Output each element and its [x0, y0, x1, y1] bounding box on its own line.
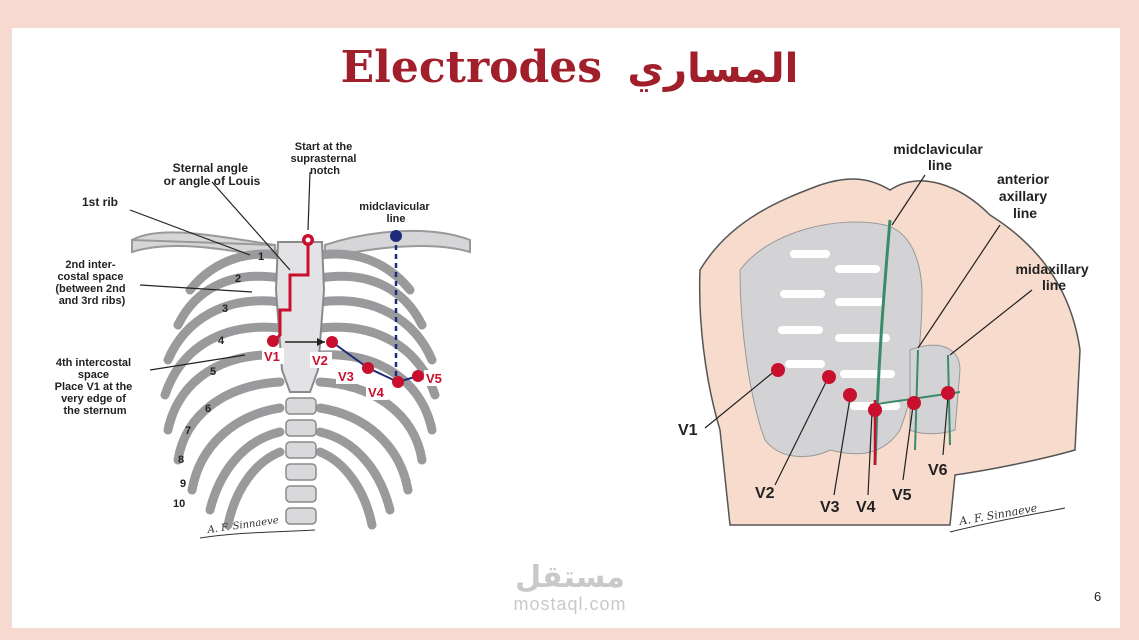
electrode-v3-right — [843, 388, 857, 402]
rib-number-4: 4 — [218, 335, 225, 347]
electrode-v2-left — [326, 336, 338, 348]
precordial-connector — [331, 341, 419, 384]
rib-number-10: 10 — [173, 498, 185, 510]
electrode-v1-right — [771, 363, 785, 377]
label-v1-left: V1 — [264, 349, 280, 364]
ribcage-diagram: Start at the suprasternal notch Sternal … — [55, 141, 471, 539]
watermark-latin: mostaql.com — [513, 594, 627, 614]
label-v1-right: V1 — [678, 422, 698, 439]
signature-underline-left — [199, 529, 316, 539]
label-v2-right: V2 — [755, 485, 775, 502]
electrode-v5-left — [412, 370, 424, 382]
rib-gaps — [778, 250, 900, 410]
electrode-v4-right — [868, 403, 882, 417]
electrode-v5-right — [907, 396, 921, 410]
torso-diagram: midclavicular line anterior axillary lin… — [678, 141, 1092, 533]
label-v3-right: V3 — [820, 499, 840, 516]
midaxillary-line — [947, 354, 951, 446]
label-midclavicular-left: midclavicular line — [359, 201, 432, 225]
label-v4-right: V4 — [856, 499, 876, 516]
label-v2-left: V2 — [312, 353, 328, 368]
label-v4-left: V4 — [368, 385, 385, 400]
label-anterior-axillary: anterior axillary line — [997, 171, 1053, 221]
rib-number-8: 8 — [178, 454, 184, 466]
label-second-ics: 2nd inter- costal space (between 2nd and… — [55, 259, 128, 307]
label-fourth-ics: 4th intercostal space Place V1 at the ve… — [55, 357, 136, 417]
midclavicular-marker — [390, 230, 402, 242]
label-first-rib: 1st rib — [82, 195, 118, 209]
electrode-v1-left — [267, 335, 279, 347]
midclavicular-line-right — [873, 219, 892, 466]
v1-label-bg — [262, 348, 284, 364]
leader-lines — [129, 171, 311, 371]
electrode-v4-left — [392, 376, 404, 388]
signature-left: A. F. Sinnaeve — [206, 515, 280, 536]
rib-number-9: 9 — [180, 478, 186, 490]
signature-underline-right — [949, 507, 1066, 533]
v2-label-bg — [310, 352, 332, 368]
rib-number-2: 2 — [235, 273, 241, 285]
spine — [285, 397, 317, 525]
signature-right: A. F. Sinnaeve — [957, 501, 1038, 528]
clavicle-left — [131, 231, 276, 246]
watermark-arabic: مستقل — [515, 560, 625, 595]
title-arabic: المساري — [627, 46, 799, 92]
rib-number-5: 5 — [210, 366, 216, 378]
label-v3-left: V3 — [338, 369, 354, 384]
watermark-logo: مستقل mostaql.com — [470, 562, 670, 615]
v4-label-bg — [366, 384, 388, 400]
rib-number-6: 6 — [205, 403, 211, 415]
torso-ribcage — [739, 221, 923, 458]
v1-guide-line — [271, 238, 310, 344]
electrode-v3-left — [362, 362, 374, 374]
v5-label-bg — [424, 370, 446, 386]
label-v5-left: V5 — [426, 371, 442, 386]
v3-label-bg — [336, 368, 358, 384]
rib-number-7: 7 — [185, 425, 191, 437]
clavicle-right — [324, 229, 471, 260]
marker-center — [305, 237, 311, 243]
torso-leader-lines — [704, 174, 1033, 496]
page-number: 6 — [1094, 589, 1102, 604]
slide-title: Electrodes المساري — [0, 42, 1139, 93]
rib-number-3: 3 — [222, 303, 228, 315]
electrode-v6-right — [941, 386, 955, 400]
arrow-head — [317, 338, 325, 346]
ribs-left — [160, 249, 285, 530]
title-english: Electrodes — [340, 42, 603, 93]
label-sternal-angle: Sternal angle or angle of Louis — [164, 161, 261, 188]
label-start-notch: Start at the suprasternal notch — [290, 141, 359, 177]
rib-number-1: 1 — [258, 251, 264, 263]
label-midaxillary: midaxillary line — [1015, 261, 1092, 293]
label-v6-right: V6 — [928, 462, 948, 479]
sternum — [274, 241, 326, 393]
label-v5-right: V5 — [892, 487, 912, 504]
electrode-v2-right — [822, 370, 836, 384]
label-midclavicular-right: midclavicular line — [893, 141, 986, 173]
